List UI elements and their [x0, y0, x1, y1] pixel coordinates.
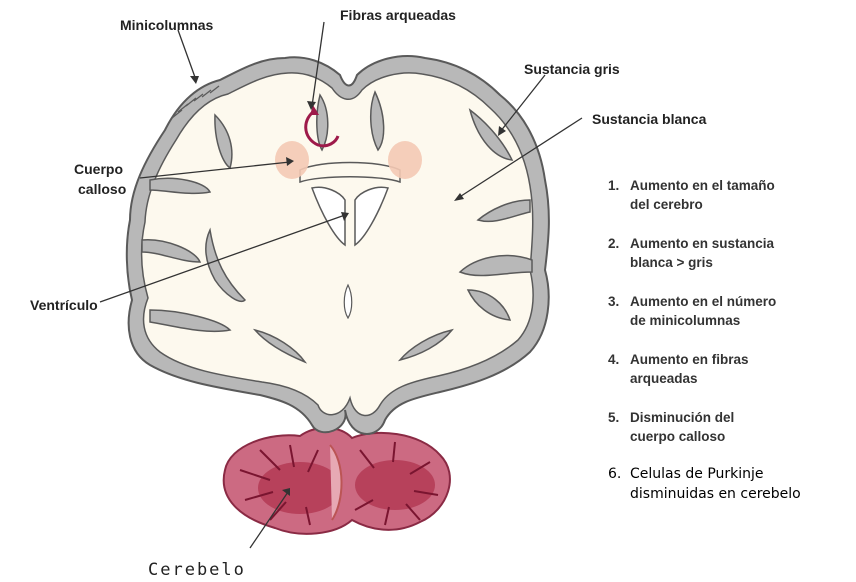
brain-section	[127, 56, 549, 434]
label-ventriculo: Ventrículo	[30, 296, 98, 314]
label-cerebelo: Cerebelo	[148, 560, 246, 580]
label-calloso: calloso	[78, 180, 126, 198]
cerebellum	[224, 428, 450, 534]
label-fibras-arqueadas: Fibras arqueadas	[340, 6, 456, 24]
label-sustancia-blanca: Sustancia blanca	[592, 110, 706, 128]
label-sustancia-gris: Sustancia gris	[524, 60, 620, 78]
label-minicolumnas: Minicolumnas	[120, 16, 213, 34]
label-cuerpo: Cuerpo	[74, 160, 123, 178]
